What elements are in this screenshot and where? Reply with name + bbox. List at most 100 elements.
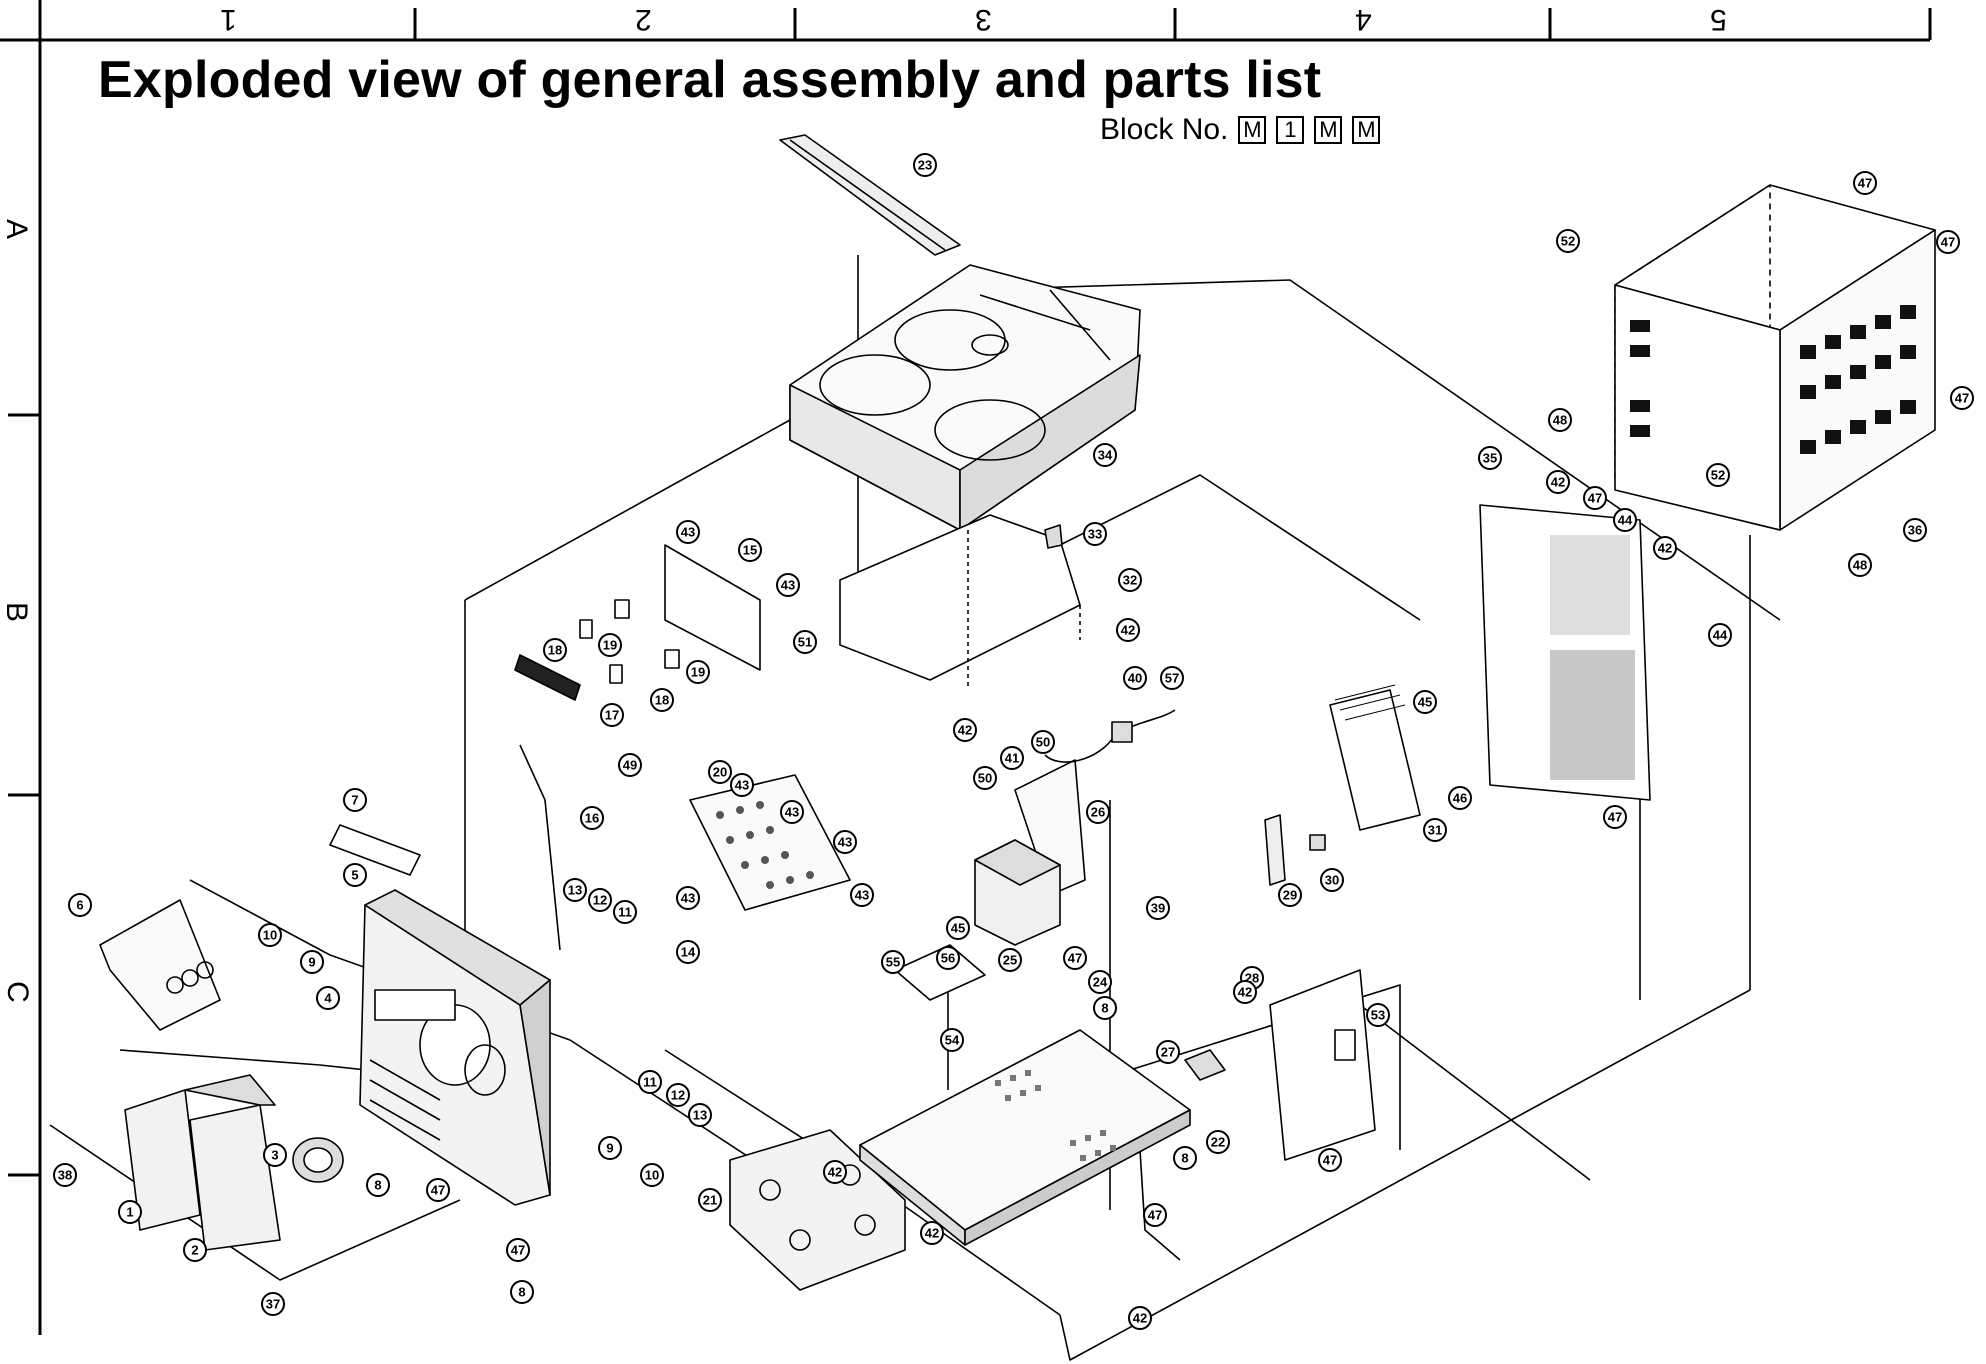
svg-text:41: 41 (1005, 751, 1019, 766)
callout-47: 47 (1063, 946, 1087, 970)
callout-54: 54 (940, 1028, 964, 1052)
callout-34: 34 (1093, 443, 1117, 467)
callout-40: 40 (1123, 666, 1147, 690)
svg-text:23: 23 (918, 158, 932, 173)
callout-43: 43 (676, 520, 700, 544)
svg-text:42: 42 (1551, 475, 1565, 490)
callout-42: 42 (1233, 980, 1257, 1004)
callout-18: 18 (650, 688, 674, 712)
callout-19: 19 (686, 660, 710, 684)
svg-text:22: 22 (1211, 1135, 1225, 1150)
svg-text:44: 44 (1618, 513, 1633, 528)
callout-55: 55 (881, 950, 905, 974)
svg-text:44: 44 (1713, 628, 1728, 643)
svg-text:37: 37 (266, 1297, 280, 1312)
callout-36: 36 (1903, 518, 1927, 542)
callout-42: 42 (1116, 618, 1140, 642)
callout-42: 42 (1546, 470, 1570, 494)
callout-47: 47 (1583, 486, 1607, 510)
svg-text:47: 47 (1608, 810, 1622, 825)
svg-text:14: 14 (681, 945, 696, 960)
svg-text:39: 39 (1151, 901, 1165, 916)
svg-text:47: 47 (1588, 491, 1602, 506)
svg-text:10: 10 (263, 928, 277, 943)
callout-23: 23 (913, 153, 937, 177)
svg-text:3: 3 (271, 1148, 278, 1163)
page-title: Exploded view of general assembly and pa… (98, 51, 1322, 109)
svg-text:12: 12 (671, 1088, 685, 1103)
svg-text:9: 9 (606, 1141, 613, 1156)
callout-39: 39 (1146, 896, 1170, 920)
callout-56: 56 (936, 946, 960, 970)
block-number-label: Block No. (1100, 113, 1229, 146)
callout-45: 45 (946, 916, 970, 940)
callout-42: 42 (823, 1160, 847, 1184)
svg-text:19: 19 (691, 665, 705, 680)
callout-30: 30 (1320, 868, 1344, 892)
svg-text:32: 32 (1123, 573, 1137, 588)
callout-8: 8 (366, 1173, 390, 1197)
callout-42: 42 (920, 1221, 944, 1245)
svg-text:25: 25 (1003, 953, 1017, 968)
callout-37: 37 (261, 1292, 285, 1316)
svg-text:2: 2 (191, 1243, 198, 1258)
callout-44: 44 (1613, 508, 1637, 532)
callout-19: 19 (598, 633, 622, 657)
svg-text:33: 33 (1088, 527, 1102, 542)
svg-text:43: 43 (785, 805, 799, 820)
callout-21: 21 (698, 1188, 722, 1212)
callout-8: 8 (1093, 996, 1117, 1020)
block-code-2: 1 (1276, 116, 1305, 144)
svg-text:43: 43 (781, 578, 795, 593)
callout-26: 26 (1086, 800, 1110, 824)
callout-12: 12 (666, 1083, 690, 1107)
svg-text:8: 8 (374, 1178, 381, 1193)
svg-text:35: 35 (1483, 451, 1497, 466)
callout-14: 14 (676, 940, 700, 964)
svg-text:47: 47 (1955, 391, 1969, 406)
callout-46: 46 (1448, 786, 1472, 810)
svg-text:45: 45 (1418, 695, 1432, 710)
callout-9: 9 (300, 950, 324, 974)
callout-44: 44 (1708, 623, 1732, 647)
callout-50: 50 (1031, 730, 1055, 754)
svg-text:48: 48 (1553, 413, 1567, 428)
svg-text:53: 53 (1371, 1008, 1385, 1023)
svg-text:48: 48 (1853, 558, 1867, 573)
svg-text:43: 43 (855, 888, 869, 903)
svg-text:47: 47 (1941, 235, 1955, 250)
callout-4: 4 (316, 986, 340, 1010)
callout-43: 43 (833, 830, 857, 854)
callout-50: 50 (973, 766, 997, 790)
callout-47: 47 (1853, 171, 1877, 195)
svg-text:52: 52 (1711, 468, 1725, 483)
callout-48: 48 (1548, 408, 1572, 432)
svg-text:19: 19 (603, 638, 617, 653)
svg-text:47: 47 (431, 1183, 445, 1198)
callout-43: 43 (730, 773, 754, 797)
svg-text:51: 51 (798, 635, 812, 650)
svg-text:17: 17 (605, 708, 619, 723)
svg-text:47: 47 (511, 1243, 525, 1258)
svg-text:8: 8 (1181, 1151, 1188, 1166)
svg-text:40: 40 (1128, 671, 1142, 686)
svg-text:47: 47 (1068, 951, 1082, 966)
svg-text:42: 42 (925, 1226, 939, 1241)
callout-49: 49 (618, 753, 642, 777)
svg-text:45: 45 (951, 921, 965, 936)
callout-47: 47 (506, 1238, 530, 1262)
svg-text:42: 42 (1658, 541, 1672, 556)
callout-33: 33 (1083, 522, 1107, 546)
svg-text:57: 57 (1165, 671, 1179, 686)
svg-text:42: 42 (1121, 623, 1135, 638)
svg-text:13: 13 (693, 1108, 707, 1123)
callout-47: 47 (1936, 230, 1960, 254)
callout-7: 7 (343, 788, 367, 812)
callout-22: 22 (1206, 1130, 1230, 1154)
callout-10: 10 (258, 923, 282, 947)
svg-text:24: 24 (1093, 975, 1108, 990)
svg-text:49: 49 (623, 758, 637, 773)
callout-15: 15 (738, 538, 762, 562)
